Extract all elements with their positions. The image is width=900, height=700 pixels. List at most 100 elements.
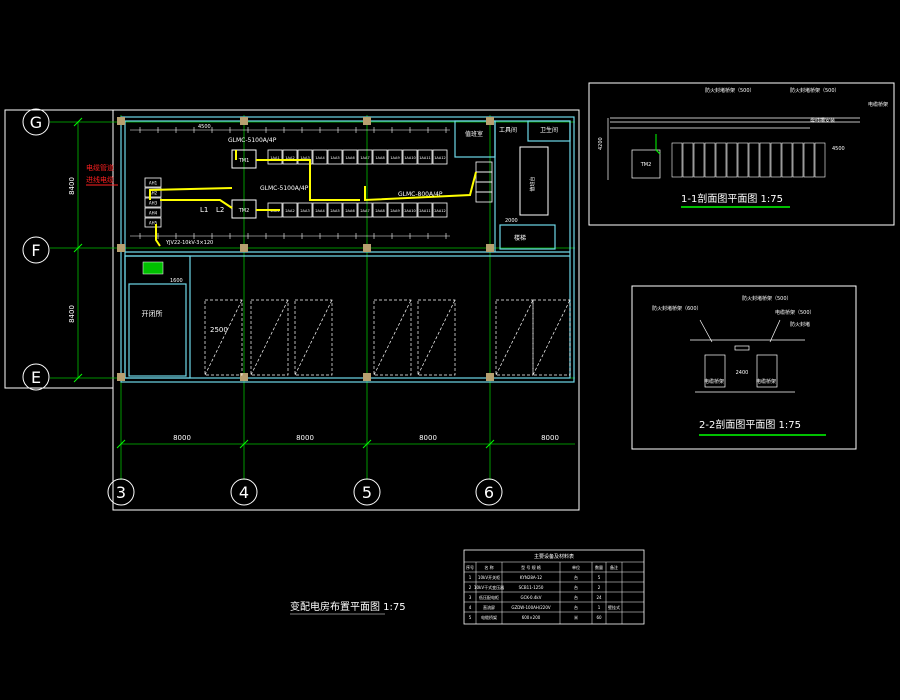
sec2-label-a: 防火封堵桥架（600） bbox=[652, 305, 702, 312]
section-1-panel bbox=[792, 142, 804, 178]
lv-top-panel bbox=[282, 149, 298, 165]
table-header-cell: 名 称 bbox=[484, 564, 493, 570]
section-1-frame bbox=[588, 82, 895, 226]
lv-bottom-panel-label: 2AA11 bbox=[419, 209, 431, 213]
bay-dim-1: 8000 bbox=[173, 434, 191, 442]
axis-label-4: 4 bbox=[239, 483, 249, 502]
lv-bottom-panel-label: 2AA12 bbox=[434, 209, 446, 213]
section-1-panels bbox=[671, 142, 826, 178]
lv-top-panel bbox=[267, 149, 283, 165]
sec1-dim-right: 4500 bbox=[832, 146, 845, 152]
dim-4500: 4500 bbox=[198, 124, 211, 130]
lv-top-panel bbox=[387, 149, 403, 165]
lv-top-panel bbox=[372, 149, 388, 165]
axis-bubble-e bbox=[22, 363, 50, 391]
hv-panel-label: AH1 bbox=[149, 181, 158, 186]
note-incoming: 进线电缆 bbox=[86, 175, 114, 184]
sec2-label-f: 电缆桥架 bbox=[756, 378, 776, 385]
lv-top-panel-label: 1AA2 bbox=[285, 156, 294, 160]
table-header-cell: 数量 bbox=[595, 564, 603, 570]
cable-note: YJV22-10kV-3×120 bbox=[165, 240, 213, 246]
lv-top-panel-label: 1AA12 bbox=[434, 156, 446, 160]
lv-top-panel bbox=[432, 149, 448, 165]
top-dim-string bbox=[130, 129, 450, 237]
room-tool: 工具间 bbox=[499, 126, 517, 134]
note-cable-trench: 电缆管道 bbox=[86, 163, 114, 172]
table-cell: 台 bbox=[574, 604, 578, 610]
plan-frame-main bbox=[112, 109, 580, 511]
row-axis-bubbles: G F E bbox=[22, 108, 50, 391]
sec1-label-d: 母线槽安装 bbox=[810, 117, 835, 124]
sec1-transformer: TM2 bbox=[640, 162, 652, 168]
hv-panel-label: AH4 bbox=[149, 211, 158, 216]
transformer-tm2-label: TM2 bbox=[238, 208, 250, 214]
sec1-label-a: 防火封堵桥架（500） bbox=[705, 87, 755, 94]
section-1-panel bbox=[814, 142, 826, 178]
table-cell: 2 bbox=[598, 585, 601, 590]
dim-2500: 2500 bbox=[210, 326, 228, 334]
axis-label-5: 5 bbox=[362, 483, 372, 502]
sec2-label-e: 电缆桥架 bbox=[704, 378, 724, 385]
lv-top-panel-label: 1AA4 bbox=[315, 156, 325, 160]
axis-label-e: E bbox=[31, 368, 41, 387]
table-header-cell: 备注 bbox=[610, 564, 618, 570]
lv-bottom-panel-label: 2AA4 bbox=[315, 209, 325, 213]
plan-title: 变配电房布置平面图 1:75 bbox=[290, 600, 406, 613]
lv-bottom-panel bbox=[282, 202, 298, 218]
lv-bottom-panel bbox=[402, 202, 418, 218]
lv-top-panel-label: 1AA3 bbox=[300, 156, 309, 160]
table-cell: 低压配电柜 bbox=[479, 594, 499, 600]
sec2-title: 2-2剖面图平面图 1:75 bbox=[699, 418, 801, 431]
bay-dim-4: 8000 bbox=[541, 434, 559, 442]
lv-top-panel bbox=[402, 149, 418, 165]
lv-top-panel-label: 1AA1 bbox=[270, 156, 279, 160]
hv-panel bbox=[144, 197, 162, 208]
lv-bottom-panel bbox=[417, 202, 433, 218]
table-cell: 3 bbox=[469, 595, 472, 600]
table-cell: 1 bbox=[598, 605, 601, 610]
table-cell: 4 bbox=[469, 605, 472, 610]
table-cell: GZDW-100AH/220V bbox=[511, 605, 551, 610]
lv-top-panel bbox=[417, 149, 433, 165]
axis-label-6: 6 bbox=[484, 483, 494, 502]
table-cell: 直流屏 bbox=[483, 604, 495, 610]
main-floor-plan: 8000 8000 8000 8000 8400 8400 G F E 3 4 … bbox=[4, 108, 580, 615]
line-l1: L1 bbox=[200, 206, 208, 214]
lv-bottom-panel bbox=[372, 202, 388, 218]
table-cell: 1 bbox=[469, 575, 472, 580]
row-dim-1: 8400 bbox=[68, 177, 76, 195]
bay-dim-3: 8000 bbox=[419, 434, 437, 442]
lv-bottom-panel-label: 2AA2 bbox=[285, 209, 294, 213]
hv-panel-label: AH2 bbox=[149, 191, 158, 196]
section-1-panel bbox=[682, 142, 694, 178]
lv-bottom-panel bbox=[312, 202, 328, 218]
section-1-1: 防火封堵桥架（500） 防火封堵桥架（500） 电缆桥架 母线槽安装 4200 … bbox=[588, 82, 895, 226]
table-cell: 壁挂式 bbox=[608, 604, 620, 610]
section-1-panel bbox=[759, 142, 771, 178]
table-cell: SCB11-1250 bbox=[519, 585, 544, 590]
lv-bottom-panel bbox=[357, 202, 373, 218]
lv-bottom-panel bbox=[432, 202, 448, 218]
hv-panel-label: AH5 bbox=[149, 221, 158, 226]
dim-2000: 2000 bbox=[505, 218, 518, 224]
table-cell: 台 bbox=[574, 574, 578, 580]
sec2-label-c: 电缆桥架（500） bbox=[775, 309, 815, 316]
structural-columns bbox=[117, 117, 494, 381]
cable-routes bbox=[149, 150, 477, 247]
sec2-dim: 2400 bbox=[736, 370, 749, 376]
transformer-tm1-label: TM1 bbox=[238, 158, 250, 164]
table-cell: GCK-0.4kV bbox=[521, 595, 542, 600]
lv-top-panel bbox=[312, 149, 328, 165]
table-header-cell: 单位 bbox=[572, 564, 580, 570]
section-1-panel bbox=[770, 142, 782, 178]
lv-bottom-panel-label: 2AA8 bbox=[375, 209, 384, 213]
sec1-title: 1-1剖面图平面图 1:75 bbox=[681, 192, 783, 205]
lv-top-panel-label: 1AA11 bbox=[419, 156, 431, 160]
section-1-panel bbox=[803, 142, 815, 178]
right-panels bbox=[475, 161, 493, 203]
table-header-cell: 序号 bbox=[466, 564, 474, 570]
lv-top-panel-label: 1AA7 bbox=[360, 156, 369, 160]
section-2-2: 防火封堵桥架（600） 防火封堵桥架（500） 电缆桥架（500） 防火封堵 电… bbox=[631, 285, 857, 450]
